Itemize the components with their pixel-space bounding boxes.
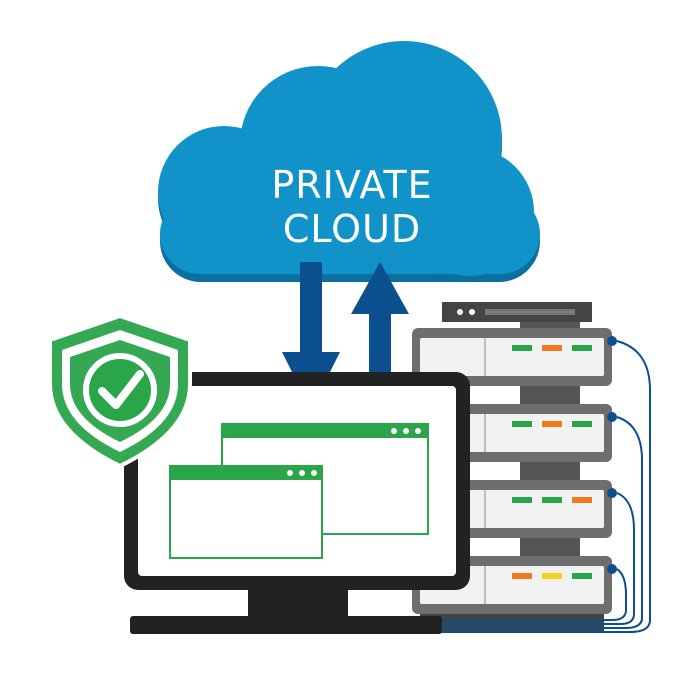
cloud-title-line1: PRIVATE <box>271 163 432 207</box>
check-icon <box>98 370 144 409</box>
monitor-base <box>130 616 442 634</box>
app-window-front <box>169 465 323 559</box>
server-unit-1 <box>412 328 617 386</box>
led-orange <box>542 345 562 351</box>
shield-check-icon <box>48 313 192 469</box>
led-green <box>512 345 532 351</box>
arrow-up-icon <box>351 262 409 374</box>
server-rack-icon <box>412 302 651 633</box>
cables <box>440 340 651 633</box>
cloud-title-line2: CLOUD <box>283 207 421 251</box>
led-green <box>572 345 592 351</box>
cloud-icon: PRIVATE CLOUD <box>158 41 540 282</box>
monitor-icon <box>124 372 470 634</box>
